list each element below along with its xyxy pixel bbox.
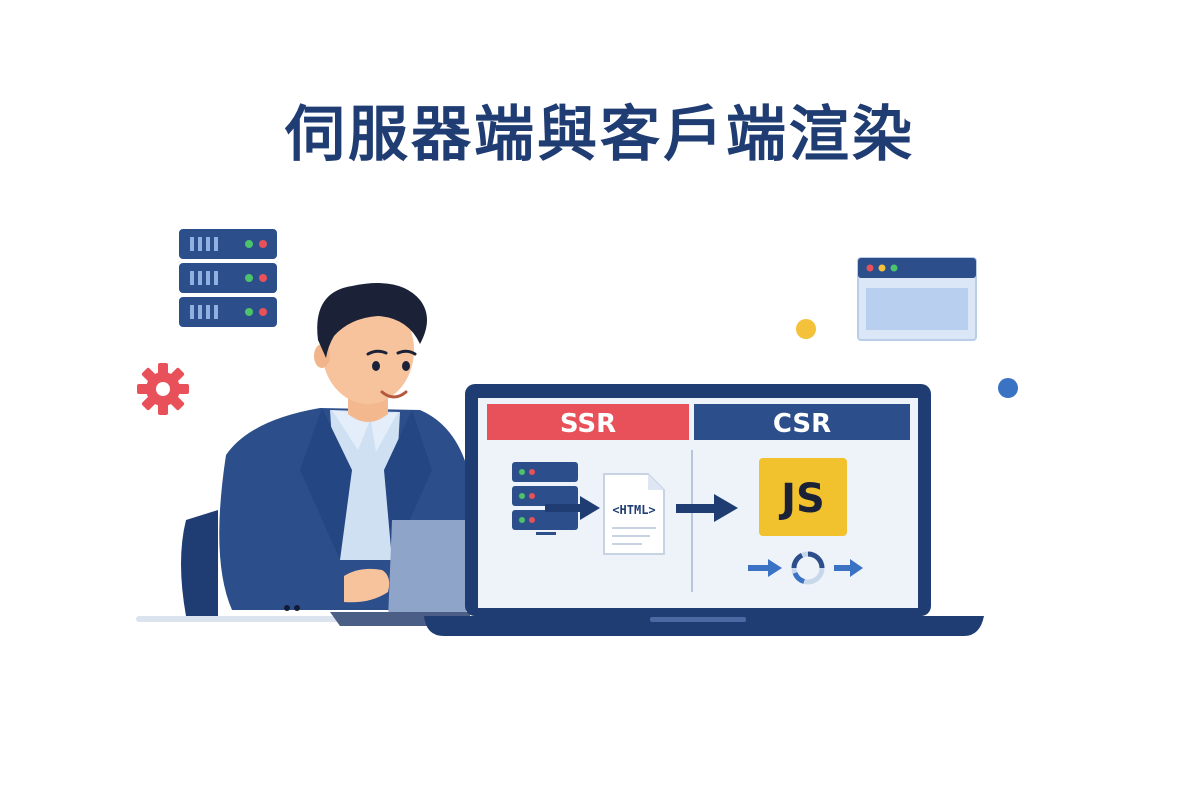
loading-icon xyxy=(791,551,825,585)
arrow-right-icon xyxy=(545,496,600,520)
arrow-right-icon xyxy=(834,559,863,577)
html-document-icon xyxy=(603,473,665,555)
server-stack-icon xyxy=(179,229,277,327)
ssr-header xyxy=(487,404,689,440)
person-avatar xyxy=(181,283,470,626)
arrow-right-icon xyxy=(676,494,738,522)
page-title: 伺服器端與客戶端渲染 xyxy=(285,100,915,170)
ssr-label: SSR xyxy=(560,409,616,439)
arrow-right-icon xyxy=(748,559,782,577)
server-icon xyxy=(512,462,578,535)
csr-label: CSR xyxy=(773,409,831,439)
js-badge-label: JS xyxy=(778,476,825,522)
accent-dot-yellow xyxy=(796,319,816,339)
accent-dot-blue xyxy=(998,378,1018,398)
browser-window-icon xyxy=(857,257,977,341)
csr-header xyxy=(694,404,910,440)
html-document-label: <HTML> xyxy=(612,503,655,517)
gear-icon xyxy=(137,363,189,415)
javascript-icon xyxy=(759,458,847,536)
